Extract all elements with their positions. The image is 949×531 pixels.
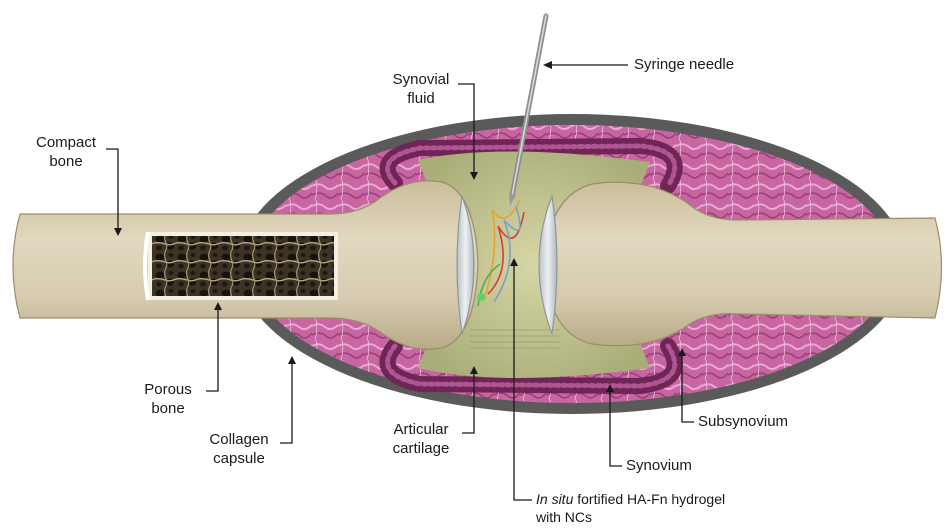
hydrogel-label-italic: In situ: [536, 491, 573, 507]
porous-bone-cutaway: [145, 232, 338, 300]
subsynovium-label: Subsynovium: [698, 412, 788, 431]
hydrogel-label-line2: with NCs: [536, 508, 725, 526]
nanocomposite-particle: [477, 293, 485, 301]
syringe-needle-arrow: [543, 61, 552, 69]
hydrogel-label: In situ fortified HA-Fn hydrogel with NC…: [536, 490, 725, 526]
synovium-label: Synovium: [626, 456, 692, 475]
collagen-capsule-arrow: [288, 356, 296, 364]
hydrogel-label-rest: fortified HA-Fn hydrogel: [577, 491, 725, 507]
syringe-needle-label: Syringe needle: [634, 55, 734, 74]
